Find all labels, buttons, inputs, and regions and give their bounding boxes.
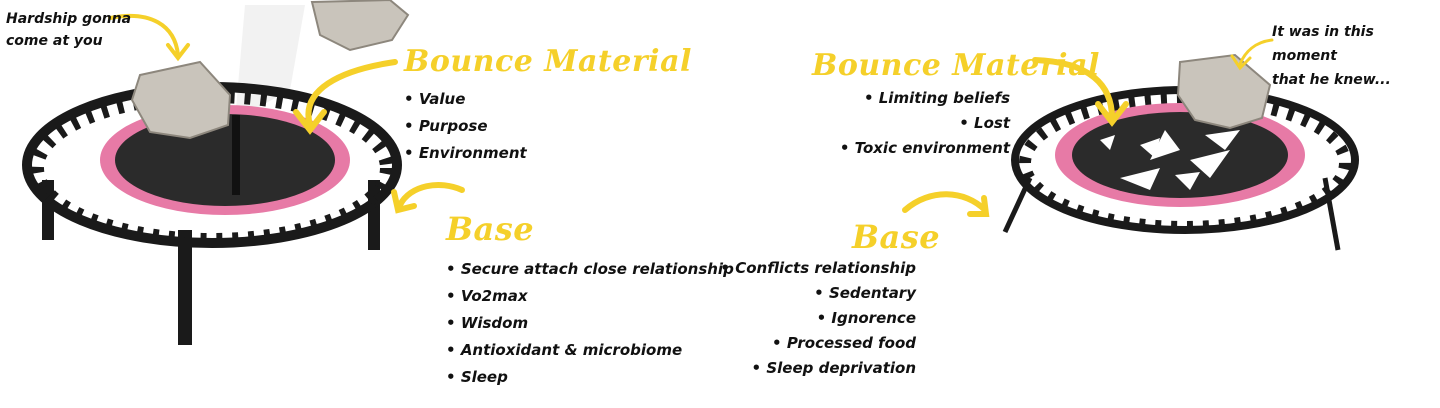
right-bounce-title: Bounce Material [812, 48, 1100, 83]
list-item: Limiting beliefs [840, 86, 1010, 111]
list-item: Toxic environment [840, 136, 1010, 161]
right-note-line-1: It was in this moment [1272, 20, 1440, 68]
right-base-title: Base [852, 218, 940, 256]
right-bounce-list: Limiting beliefs Lost Toxic environment [840, 86, 1010, 161]
list-item: Processed food [720, 331, 916, 356]
list-item: Conflicts relationship [720, 256, 916, 281]
list-item: Sedentary [720, 281, 916, 306]
list-item: Ignorence [720, 306, 916, 331]
list-item: Lost [840, 111, 1010, 136]
right-note: It was in this moment that he knew... [1272, 20, 1440, 92]
right-base-list: Conflicts relationship Sedentary Ignoren… [720, 256, 916, 381]
list-item: Sleep deprivation [720, 356, 916, 381]
right-note-line-2: that he knew... [1272, 68, 1440, 92]
